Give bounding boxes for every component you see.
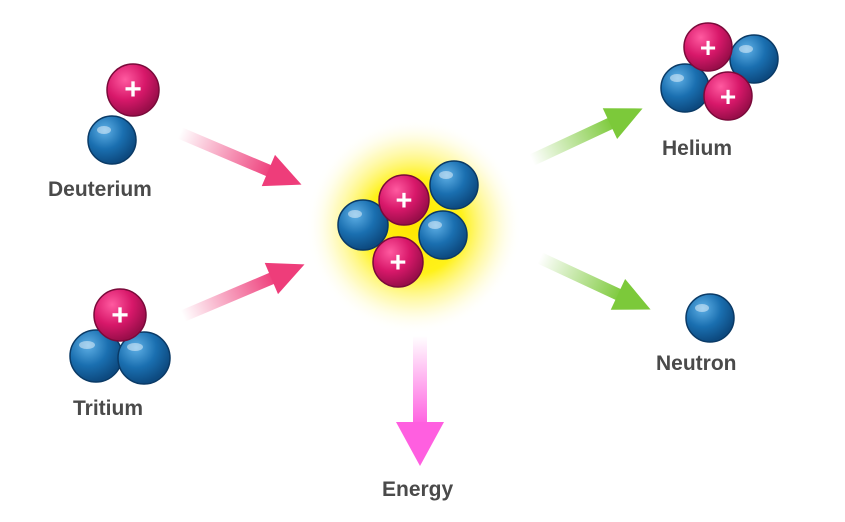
neutron-label: Neutron (656, 352, 737, 375)
neutron-particle (429, 160, 479, 210)
deuterium-nucleus: + (87, 63, 160, 165)
proton-particle: + (703, 71, 753, 121)
deuterium-label: Deuterium (48, 178, 152, 201)
proton-plus-sign: + (700, 32, 716, 63)
free-neutron (685, 293, 735, 343)
proton-particle: + (683, 22, 733, 72)
proton-particle: + (378, 174, 430, 226)
neutron-particle (69, 329, 123, 383)
proton-plus-sign: + (720, 81, 736, 112)
proton-particle: + (372, 236, 424, 288)
energy-label: Energy (382, 478, 454, 501)
proton-plus-sign: + (124, 73, 142, 106)
proton-particle: + (93, 288, 147, 342)
neutron-particle (729, 34, 779, 84)
arrow-energy (396, 336, 444, 466)
proton-plus-sign: + (390, 247, 407, 279)
proton-particle: + (106, 63, 160, 117)
arrow-center-to-neutron (537, 252, 651, 310)
neutron-particle (418, 210, 468, 260)
proton-plus-sign: + (396, 185, 413, 217)
tritium-nucleus: + (69, 288, 171, 385)
neutron-particle (337, 199, 389, 251)
arrow-center-to-helium (529, 108, 643, 166)
neutron-particle (87, 115, 137, 165)
arrow-deuterium-to-center (177, 127, 302, 187)
tritium-label: Tritium (73, 397, 144, 420)
helium-nucleus: + + (660, 22, 779, 121)
neutron-particle (117, 331, 171, 385)
arrow-tritium-to-center (180, 262, 305, 322)
neutron-particle (660, 63, 710, 113)
helium-label: Helium (662, 137, 733, 160)
fused-nucleus: + + (337, 160, 479, 288)
proton-plus-sign: + (111, 299, 129, 332)
